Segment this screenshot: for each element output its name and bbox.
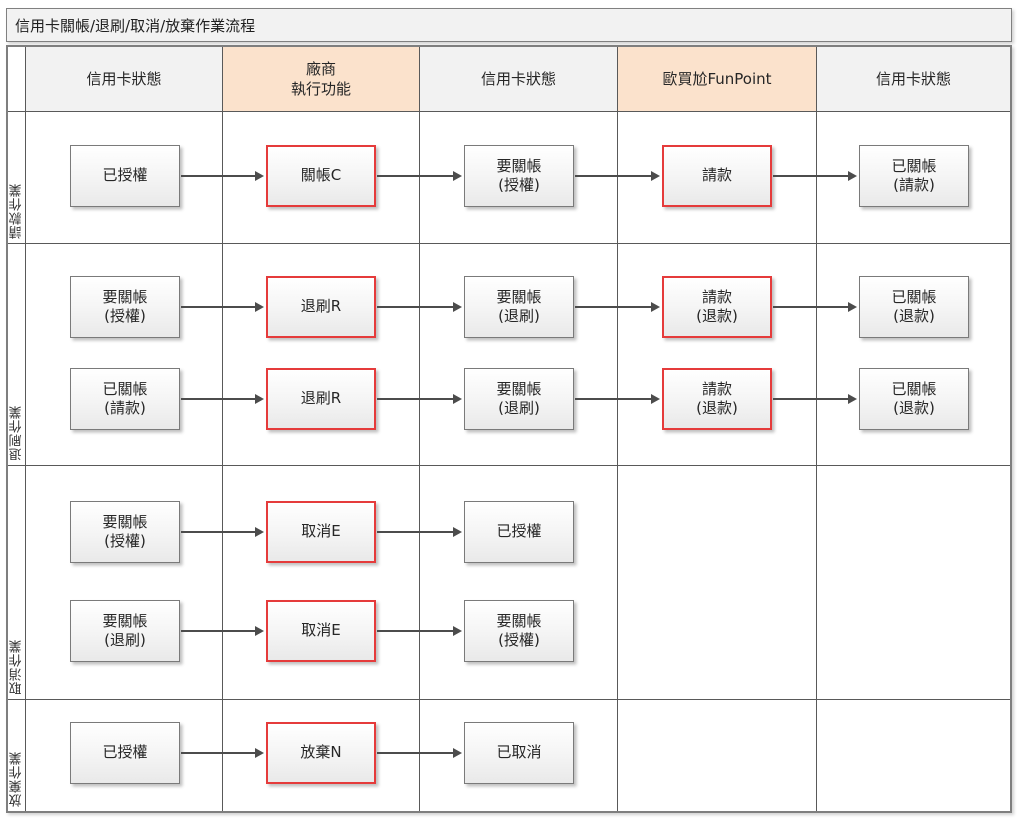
flow-box: 要關帳 (退刷) <box>464 368 574 430</box>
flow-arrow <box>181 752 257 754</box>
flow-box: 取消E <box>266 501 376 563</box>
flow-arrow <box>377 175 455 177</box>
flow-box: 要關帳 (授權) <box>464 600 574 662</box>
flow-arrowhead-icon <box>848 302 857 312</box>
diagram-title: 信用卡關帳/退刷/取消/放棄作業流程 <box>15 16 256 35</box>
flow-arrow <box>773 398 850 400</box>
flow-box: 已取消 <box>464 722 574 784</box>
header-spacer-cell <box>8 47 26 112</box>
body-cell <box>817 466 1010 700</box>
band-label-cell-cancel: 取消作業 <box>8 466 26 700</box>
body-cell <box>817 700 1010 811</box>
flow-arrowhead-icon <box>255 748 264 758</box>
column-header-funpoint: 歐買尬FunPoint <box>618 47 817 112</box>
flow-arrowhead-icon <box>255 527 264 537</box>
flow-box: 已授權 <box>70 145 180 207</box>
flow-arrowhead-icon <box>453 527 462 537</box>
flow-box: 要關帳 (授權) <box>70 276 180 338</box>
column-header-card-status-3: 信用卡狀態 <box>817 47 1010 112</box>
flow-box: 請款 (退款) <box>662 276 772 338</box>
column-header-card-status-1: 信用卡狀態 <box>26 47 223 112</box>
flow-arrow <box>377 752 455 754</box>
flow-box: 退刷R <box>266 276 376 338</box>
flow-box: 已關帳 (請款) <box>70 368 180 430</box>
flow-arrowhead-icon <box>848 394 857 404</box>
flow-arrowhead-icon <box>453 302 462 312</box>
band-label-cell-abandon: 放棄作業 <box>8 700 26 811</box>
flow-arrowhead-icon <box>651 171 660 181</box>
flow-box: 要關帳 (授權) <box>464 145 574 207</box>
flow-box: 已關帳 (請款) <box>859 145 969 207</box>
band-label-cell-settlement: 請款作業 <box>8 112 26 244</box>
flow-box: 放棄N <box>266 722 376 784</box>
diagram-title-bar: 信用卡關帳/退刷/取消/放棄作業流程 <box>6 8 1012 42</box>
flow-arrow <box>181 175 257 177</box>
flow-arrowhead-icon <box>453 171 462 181</box>
flow-box: 請款 (退款) <box>662 368 772 430</box>
flow-box: 退刷R <box>266 368 376 430</box>
flow-box: 要關帳 (授權) <box>70 501 180 563</box>
flow-box: 已授權 <box>70 722 180 784</box>
flow-box: 已關帳 (退款) <box>859 368 969 430</box>
flow-arrowhead-icon <box>255 394 264 404</box>
flow-arrowhead-icon <box>453 394 462 404</box>
flow-arrow <box>575 398 653 400</box>
flow-box: 取消E <box>266 600 376 662</box>
flow-box: 已授權 <box>464 501 574 563</box>
flow-arrow <box>377 306 455 308</box>
body-cell <box>618 700 817 811</box>
body-cell <box>618 466 817 700</box>
flow-arrow <box>181 531 257 533</box>
flow-arrow <box>773 175 850 177</box>
flow-arrow <box>181 306 257 308</box>
flow-box: 請款 <box>662 145 772 207</box>
column-header-card-status-2: 信用卡狀態 <box>420 47 618 112</box>
flow-box: 要關帳 (退刷) <box>464 276 574 338</box>
flow-arrowhead-icon <box>848 171 857 181</box>
flow-arrowhead-icon <box>651 394 660 404</box>
flow-arrowhead-icon <box>453 748 462 758</box>
flow-box: 已關帳 (退款) <box>859 276 969 338</box>
flow-arrow <box>377 398 455 400</box>
flow-arrow <box>773 306 850 308</box>
flow-arrowhead-icon <box>255 171 264 181</box>
flow-arrow <box>377 531 455 533</box>
flow-arrow <box>181 630 257 632</box>
flow-arrowhead-icon <box>453 626 462 636</box>
band-label-cell-refund: 退刷作業 <box>8 244 26 466</box>
flow-arrow <box>575 306 653 308</box>
flow-arrow <box>377 630 455 632</box>
flow-arrowhead-icon <box>255 626 264 636</box>
flow-box: 要關帳 (退刷) <box>70 600 180 662</box>
flow-arrowhead-icon <box>255 302 264 312</box>
flow-arrow <box>575 175 653 177</box>
column-header-merchant-function: 廠商 執行功能 <box>223 47 420 112</box>
flow-arrow <box>181 398 257 400</box>
flow-arrowhead-icon <box>651 302 660 312</box>
flow-box: 關帳C <box>266 145 376 207</box>
